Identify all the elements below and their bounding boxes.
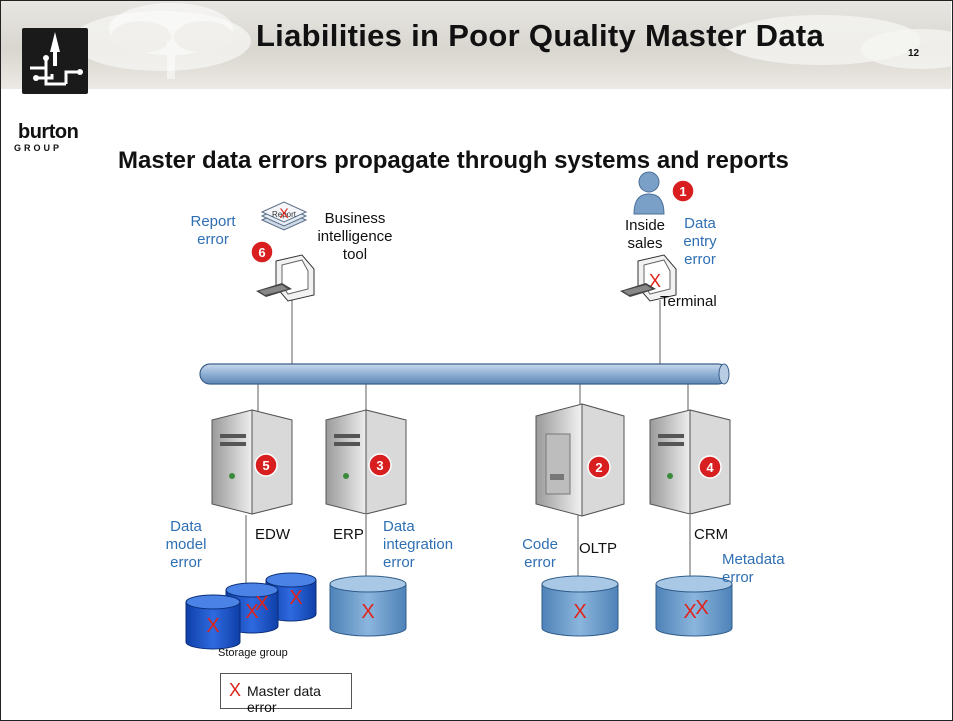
legend-text: Master data error bbox=[247, 683, 321, 715]
badge-1: 1 bbox=[671, 179, 695, 203]
error-mark: X bbox=[255, 593, 268, 615]
error-mark: X bbox=[245, 601, 258, 623]
terminal-keyboard-icon bbox=[620, 283, 656, 297]
edw-label: EDW bbox=[255, 526, 290, 543]
oltp-label: OLTP bbox=[579, 540, 618, 557]
slide-subtitle: Master data errors propagate through sys… bbox=[118, 147, 789, 174]
error-mark: X bbox=[573, 601, 586, 623]
legend-box: X Master data error bbox=[220, 673, 352, 715]
svg-text:X: X bbox=[649, 271, 661, 291]
storage-group-label: Storage group bbox=[218, 647, 288, 659]
svg-text:Report: Report bbox=[272, 210, 297, 219]
burton-logo bbox=[22, 28, 88, 94]
error-mark: X bbox=[289, 587, 302, 609]
svg-text:X: X bbox=[279, 205, 289, 221]
report-stack-icon: Report X bbox=[260, 201, 308, 231]
logo-subtext: GROUP bbox=[14, 143, 63, 153]
terminal-label: Terminal bbox=[660, 293, 717, 310]
bi-keyboard-icon bbox=[256, 283, 292, 297]
database-erp-icon bbox=[329, 575, 407, 637]
bi-computer-icon bbox=[275, 254, 315, 302]
badge-4: 4 bbox=[698, 455, 722, 479]
legend-error-mark: X bbox=[229, 680, 242, 700]
database-oltp-icon bbox=[541, 575, 619, 637]
server-edw-icon bbox=[211, 409, 293, 515]
header-banner bbox=[1, 1, 951, 89]
svg-text:1: 1 bbox=[679, 184, 686, 199]
svg-text:6: 6 bbox=[258, 245, 265, 260]
badge-6: 6 bbox=[250, 240, 274, 264]
logo-wordmark: burton bbox=[18, 121, 79, 143]
tree-graphic bbox=[109, 3, 234, 79]
user-icon bbox=[633, 171, 665, 215]
error-mark: X bbox=[683, 601, 696, 623]
page-number: 12 bbox=[908, 48, 920, 59]
logo-circuit-icon bbox=[30, 32, 83, 86]
server-oltp-icon bbox=[535, 403, 625, 517]
crm-label: CRM bbox=[694, 526, 729, 543]
error-mark: X bbox=[695, 597, 708, 619]
slide-title: Liabilities in Poor Quality Master Data bbox=[255, 18, 825, 53]
svg-text:5: 5 bbox=[262, 458, 269, 473]
svg-text:2: 2 bbox=[595, 460, 602, 475]
svg-text:4: 4 bbox=[706, 460, 714, 475]
error-mark: X bbox=[206, 615, 219, 637]
error-marks: X X X X X X X X bbox=[206, 587, 708, 637]
badge-3: 3 bbox=[368, 453, 392, 477]
server-erp-icon bbox=[325, 409, 407, 515]
error-mark: X bbox=[361, 601, 374, 623]
svg-text:3: 3 bbox=[376, 458, 383, 473]
database-crm-icon bbox=[655, 575, 733, 637]
database-storage-1-icon bbox=[185, 594, 241, 650]
badge-2: 2 bbox=[587, 455, 611, 479]
erp-label: ERP bbox=[333, 526, 364, 543]
network-bus bbox=[199, 363, 730, 385]
badge-5: 5 bbox=[254, 453, 278, 477]
